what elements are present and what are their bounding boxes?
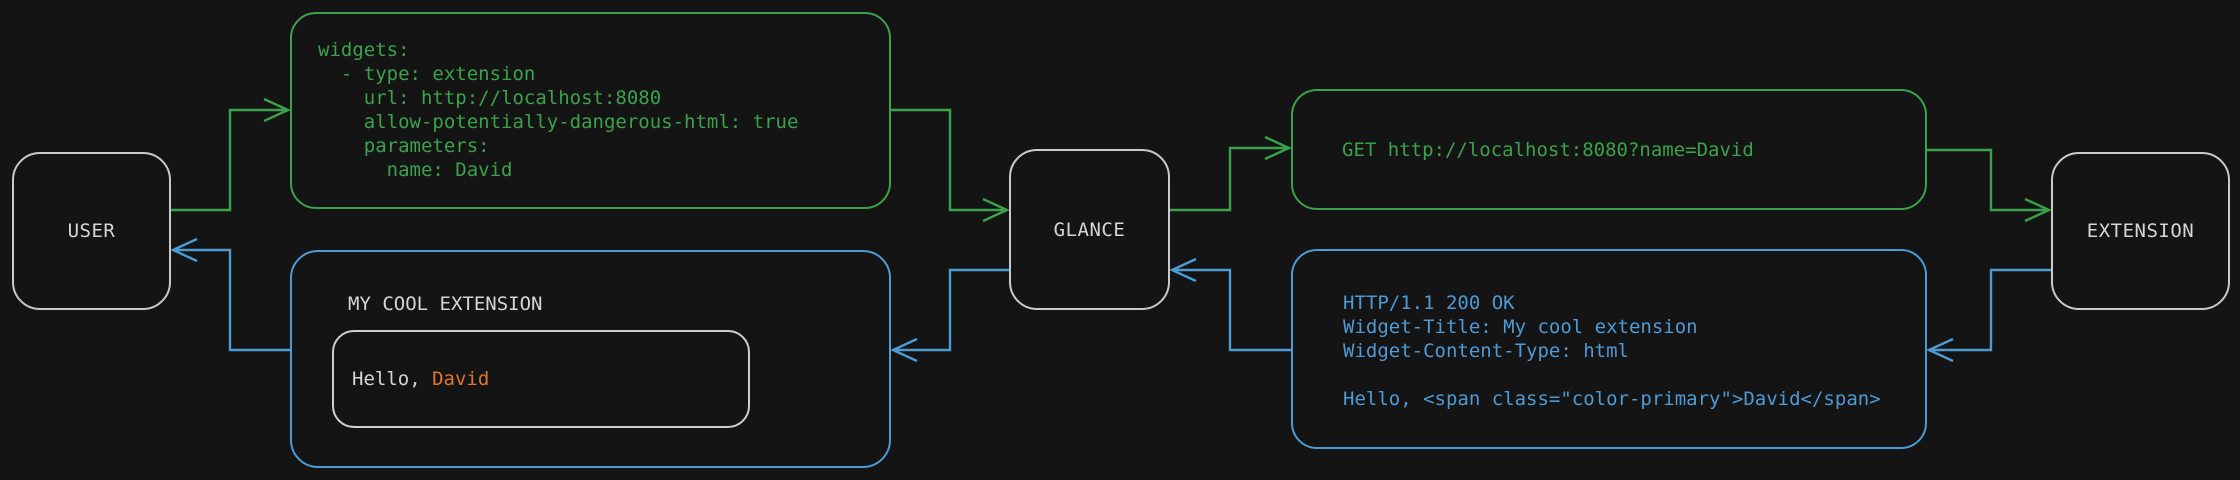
arrow-glance-to-widget <box>890 268 1009 363</box>
code-line: HTTP/1.1 200 OK <box>1343 292 1515 314</box>
arrow-user-to-config <box>171 97 291 212</box>
code-line: Widget-Title: My cool extension <box>1343 316 1698 338</box>
config-yaml-box: widgets: - type: extension url: http://l… <box>290 12 891 209</box>
code-line: Widget-Content-Type: html <box>1343 340 1629 362</box>
code-line: widgets: <box>318 39 410 61</box>
node-glance-label: GLANCE <box>1053 218 1126 241</box>
code-line: allow-potentially-dangerous-html: true <box>318 111 799 133</box>
http-request-box: GET http://localhost:8080?name=David <box>1291 89 1927 210</box>
code-line: url: http://localhost:8080 <box>318 87 662 109</box>
arrow-widget-to-user <box>170 237 290 352</box>
greeting-text: Hello, <box>352 368 433 390</box>
node-user-label: USER <box>67 220 116 242</box>
code-line: Hello, <span class="color-primary">David… <box>1343 388 1881 410</box>
http-response-box: HTTP/1.1 200 OK Widget-Title: My cool ex… <box>1291 249 1927 449</box>
node-extension: EXTENSION <box>2051 152 2230 310</box>
rendered-widget-box: MY COOL EXTENSION Hello, David <box>290 250 891 468</box>
node-glance: GLANCE <box>1009 149 1170 310</box>
code-line <box>1343 363 1925 387</box>
widget-title: MY COOL EXTENSION <box>348 293 543 315</box>
arrow-config-to-glance <box>891 108 1010 223</box>
arrow-extension-to-response <box>1926 268 2051 363</box>
widget-content-box: Hello, David <box>332 330 750 428</box>
node-extension-label: EXTENSION <box>2086 220 2195 242</box>
arrow-glance-to-request <box>1170 135 1292 212</box>
greeting-name: David <box>432 368 490 390</box>
code-line: - type: extension <box>318 63 536 85</box>
arrow-response-to-glance <box>1169 257 1291 352</box>
arrow-request-to-extension <box>1927 148 2052 223</box>
code-line: parameters: <box>318 135 490 157</box>
code-line: name: David <box>318 159 513 181</box>
code-line: GET http://localhost:8080?name=David <box>1342 138 1754 161</box>
node-user: USER <box>12 152 171 310</box>
